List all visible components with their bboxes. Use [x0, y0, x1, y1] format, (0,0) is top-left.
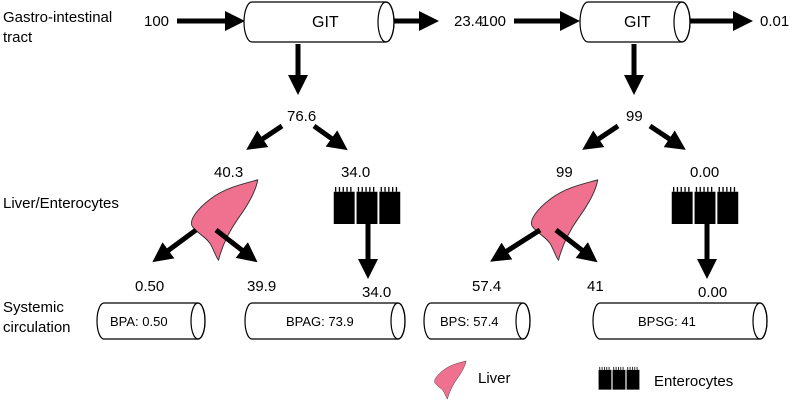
legend-enterocytes-label: Enterocytes — [654, 373, 733, 390]
right-liver-icon — [530, 179, 599, 261]
left-systemic-cylinder-2: BPAG: 73.9 — [244, 302, 406, 340]
left-git-label: GIT — [312, 14, 339, 31]
right-systemic-cylinder-2: BPSG: 41 — [592, 302, 768, 340]
row-label-git-line1: Gastro-intestinal — [3, 9, 112, 26]
left-liver-unmetabolized-value: 0.50 — [135, 278, 164, 295]
right-absorbed-value: 99 — [626, 108, 643, 125]
right-input-value: 100 — [481, 13, 506, 30]
right-systemic-cylinder-1: BPS: 57.4 — [423, 302, 531, 340]
right-liver-unmetabolized-arrow — [490, 227, 542, 262]
left-absorbed-value: 76.6 — [287, 108, 316, 125]
right-to-enterocytes-arrow — [648, 123, 686, 150]
left-systemic-cylinder-1: BPA: 0.50 — [96, 302, 206, 340]
left-to-enterocytes-value: 34.0 — [341, 164, 370, 181]
right-git-cylinder: GIT — [579, 1, 691, 43]
left-input-value: 100 — [144, 13, 169, 30]
right-to-liver-value: 99 — [556, 164, 573, 181]
left-liver-metabolized-value: 39.9 — [247, 278, 276, 295]
left-cylinder-2-label: BPAG: 73.9 — [286, 314, 354, 329]
left-enterocytes-out-value: 34.0 — [362, 284, 391, 301]
left-cylinder-1-label: BPA: 0.50 — [110, 314, 168, 329]
left-liver-metabolized-arrow — [214, 228, 258, 263]
row-label-liver: Liver/Enterocytes — [3, 195, 119, 212]
right-liver-unmetabolized-value: 57.4 — [472, 278, 501, 295]
left-liver-icon — [190, 179, 259, 261]
left-to-liver-arrow — [246, 123, 284, 150]
right-to-enterocytes-value: 0.00 — [690, 164, 719, 181]
row-label-systemic-line2: circulation — [3, 319, 71, 336]
right-cylinder-1-label: BPS: 57.4 — [440, 314, 499, 329]
left-excreted-value: 23.4 — [454, 13, 483, 30]
legend-liver-label: Liver — [478, 370, 511, 387]
left-enterocytes-icon — [333, 186, 401, 224]
left-git-cylinder: GIT — [243, 1, 395, 43]
right-to-liver-arrow — [582, 123, 620, 150]
legend-enterocytes-icon — [598, 366, 640, 390]
legend: Liver Enterocytes — [434, 360, 733, 400]
right-panel: 100 GIT 0.01 99 99 0.00 57.4 41 0.00 BPS… — [423, 1, 789, 340]
row-label-git-line2: tract — [3, 29, 33, 46]
left-liver-unmetabolized-arrow — [152, 227, 198, 263]
right-git-label: GIT — [624, 14, 651, 31]
right-enterocytes-icon — [671, 186, 739, 224]
left-panel: 100 GIT 23.4 76.6 40.3 34.0 0.50 39.9 34… — [96, 1, 483, 340]
legend-liver-icon — [434, 360, 467, 400]
right-enterocytes-out-value: 0.00 — [698, 284, 727, 301]
row-label-systemic-line1: Systemic — [3, 299, 64, 316]
right-excreted-value: 0.01 — [760, 13, 789, 30]
right-liver-metabolized-value: 41 — [587, 278, 604, 295]
right-liver-metabolized-arrow — [554, 228, 598, 263]
left-to-liver-value: 40.3 — [214, 164, 243, 181]
right-cylinder-2-label: BPSG: 41 — [638, 314, 696, 329]
left-to-enterocytes-arrow — [312, 123, 348, 151]
